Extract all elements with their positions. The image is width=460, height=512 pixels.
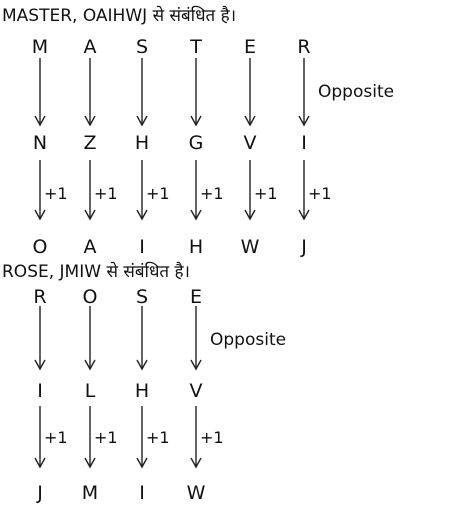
step-arrow-0-0 [33, 160, 47, 221]
step-arrow-0-1 [83, 160, 97, 221]
word-letter-1-3: E [189, 286, 202, 308]
opposite-letter-0-1: Z [83, 132, 97, 154]
opposite-letter-1-1: L [84, 380, 96, 402]
word-letter-1-0: R [33, 286, 47, 308]
step-arrow-0-2 [135, 160, 149, 221]
step-arrow-0-3 [189, 160, 203, 221]
step-arrow-0-5 [297, 160, 311, 221]
step-label-1-1: +1 [94, 428, 118, 447]
block-title-0: MASTER, OAIHWJ से संबंधित है। [2, 6, 237, 26]
opposite-arrow-1-1 [83, 306, 97, 371]
word-letter-0-5: R [297, 36, 311, 58]
opposite-letter-0-4: V [243, 132, 257, 154]
result-letter-0-2: I [139, 236, 145, 258]
word-letter-0-3: T [190, 36, 202, 58]
step-label-0-2: +1 [146, 184, 170, 203]
opposite-arrow-0-2 [135, 58, 149, 127]
block-title-1: ROSE, JMIW से संबंधित है। [2, 262, 190, 282]
opposite-arrow-1-3 [189, 306, 203, 371]
step-arrow-1-1 [83, 406, 97, 469]
opposite-arrow-0-3 [189, 58, 203, 127]
opposite-letter-1-0: I [37, 380, 43, 402]
step-label-0-0: +1 [44, 184, 68, 203]
opposite-letter-0-0: N [32, 132, 48, 154]
opposite-label-0: Opposite [318, 82, 395, 102]
step-arrow-1-0 [33, 406, 47, 469]
result-letter-1-3: W [186, 482, 206, 504]
result-letter-0-3: H [188, 236, 204, 258]
step-label-0-4: +1 [254, 184, 278, 203]
step-label-0-3: +1 [200, 184, 224, 203]
step-arrow-0-4 [243, 160, 257, 221]
step-arrow-1-2 [135, 406, 149, 469]
word-letter-0-1: A [83, 36, 97, 58]
word-letter-1-1: O [82, 286, 98, 308]
opposite-arrow-0-0 [33, 58, 47, 127]
opposite-letter-1-2: H [134, 380, 150, 402]
step-label-0-1: +1 [94, 184, 118, 203]
result-letter-1-1: M [81, 482, 99, 504]
result-letter-0-5: J [301, 236, 307, 258]
opposite-arrow-0-4 [243, 58, 257, 127]
step-label-1-2: +1 [146, 428, 170, 447]
opposite-arrow-0-1 [83, 58, 97, 127]
word-letter-0-4: E [243, 36, 256, 58]
opposite-letter-0-5: I [301, 132, 307, 154]
word-letter-0-2: S [135, 36, 149, 58]
result-letter-1-2: I [139, 482, 145, 504]
result-letter-1-0: J [37, 482, 43, 504]
step-label-0-5: +1 [308, 184, 332, 203]
opposite-arrow-0-5 [297, 58, 311, 127]
result-letter-0-4: W [240, 236, 260, 258]
result-letter-0-0: O [32, 236, 48, 258]
opposite-arrow-1-2 [135, 306, 149, 371]
step-label-1-0: +1 [44, 428, 68, 447]
opposite-letter-0-3: G [188, 132, 204, 154]
step-label-1-3: +1 [200, 428, 224, 447]
opposite-label-1: Opposite [210, 330, 287, 350]
opposite-arrow-1-0 [33, 306, 47, 371]
opposite-letter-1-3: V [189, 380, 203, 402]
word-letter-0-0: M [31, 36, 49, 58]
word-letter-1-2: S [135, 286, 149, 308]
opposite-letter-0-2: H [134, 132, 150, 154]
result-letter-0-1: A [83, 236, 97, 258]
step-arrow-1-3 [189, 406, 203, 469]
